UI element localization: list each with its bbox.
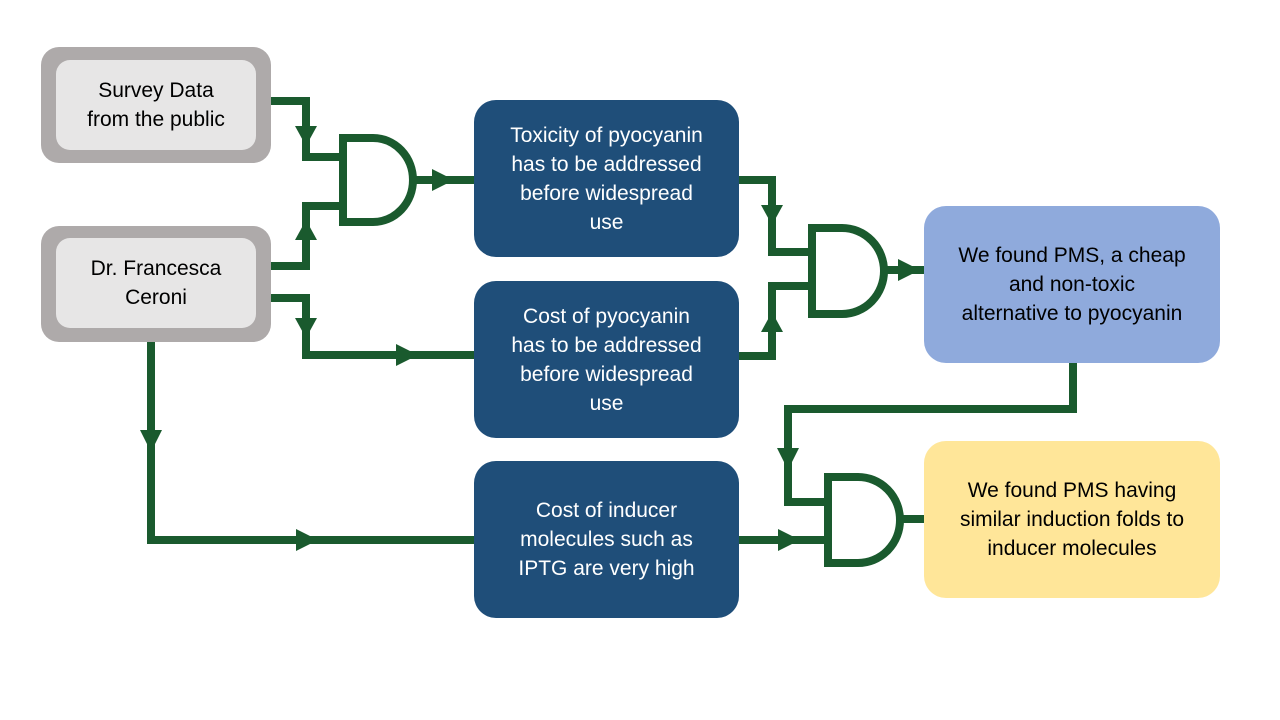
arrow-down-icon [777, 448, 799, 470]
and-gate-3 [824, 473, 904, 567]
arrow-down-icon [761, 205, 783, 225]
arrow-down-icon [295, 126, 317, 146]
result-pms-alternative: We found PMS, a cheap and non-toxic alte… [924, 206, 1220, 363]
problem-toxicity: Toxicity of pyocyanin has to be addresse… [474, 100, 739, 257]
problem-cost-pyocyanin: Cost of pyocyanin has to be addressed be… [474, 281, 739, 438]
arrow-down-icon [295, 318, 317, 338]
result-pms-induction: We found PMS having similar induction fo… [924, 441, 1220, 598]
source-expert: Dr. Francesca Ceroni [56, 238, 256, 328]
arrow-down-icon [140, 430, 162, 452]
wire-expert-to-cost-inducer [147, 340, 476, 544]
and-gate-1 [339, 134, 417, 226]
problem-cost-inducer: Cost of inducer molecules such as IPTG a… [474, 461, 739, 618]
arrow-right-icon [396, 344, 418, 366]
source-expert-frame: Dr. Francesca Ceroni [41, 226, 271, 342]
wire-result1-to-gate3 [784, 362, 1077, 506]
arrow-right-icon [778, 529, 800, 551]
arrow-right-icon [432, 169, 454, 191]
arrow-up-icon [295, 220, 317, 240]
and-gate-2 [808, 224, 888, 318]
arrow-up-icon [761, 312, 783, 332]
source-survey-frame: Survey Data from the public [41, 47, 271, 163]
arrow-right-icon [898, 259, 920, 281]
arrow-right-icon [296, 529, 318, 551]
source-survey: Survey Data from the public [56, 60, 256, 150]
